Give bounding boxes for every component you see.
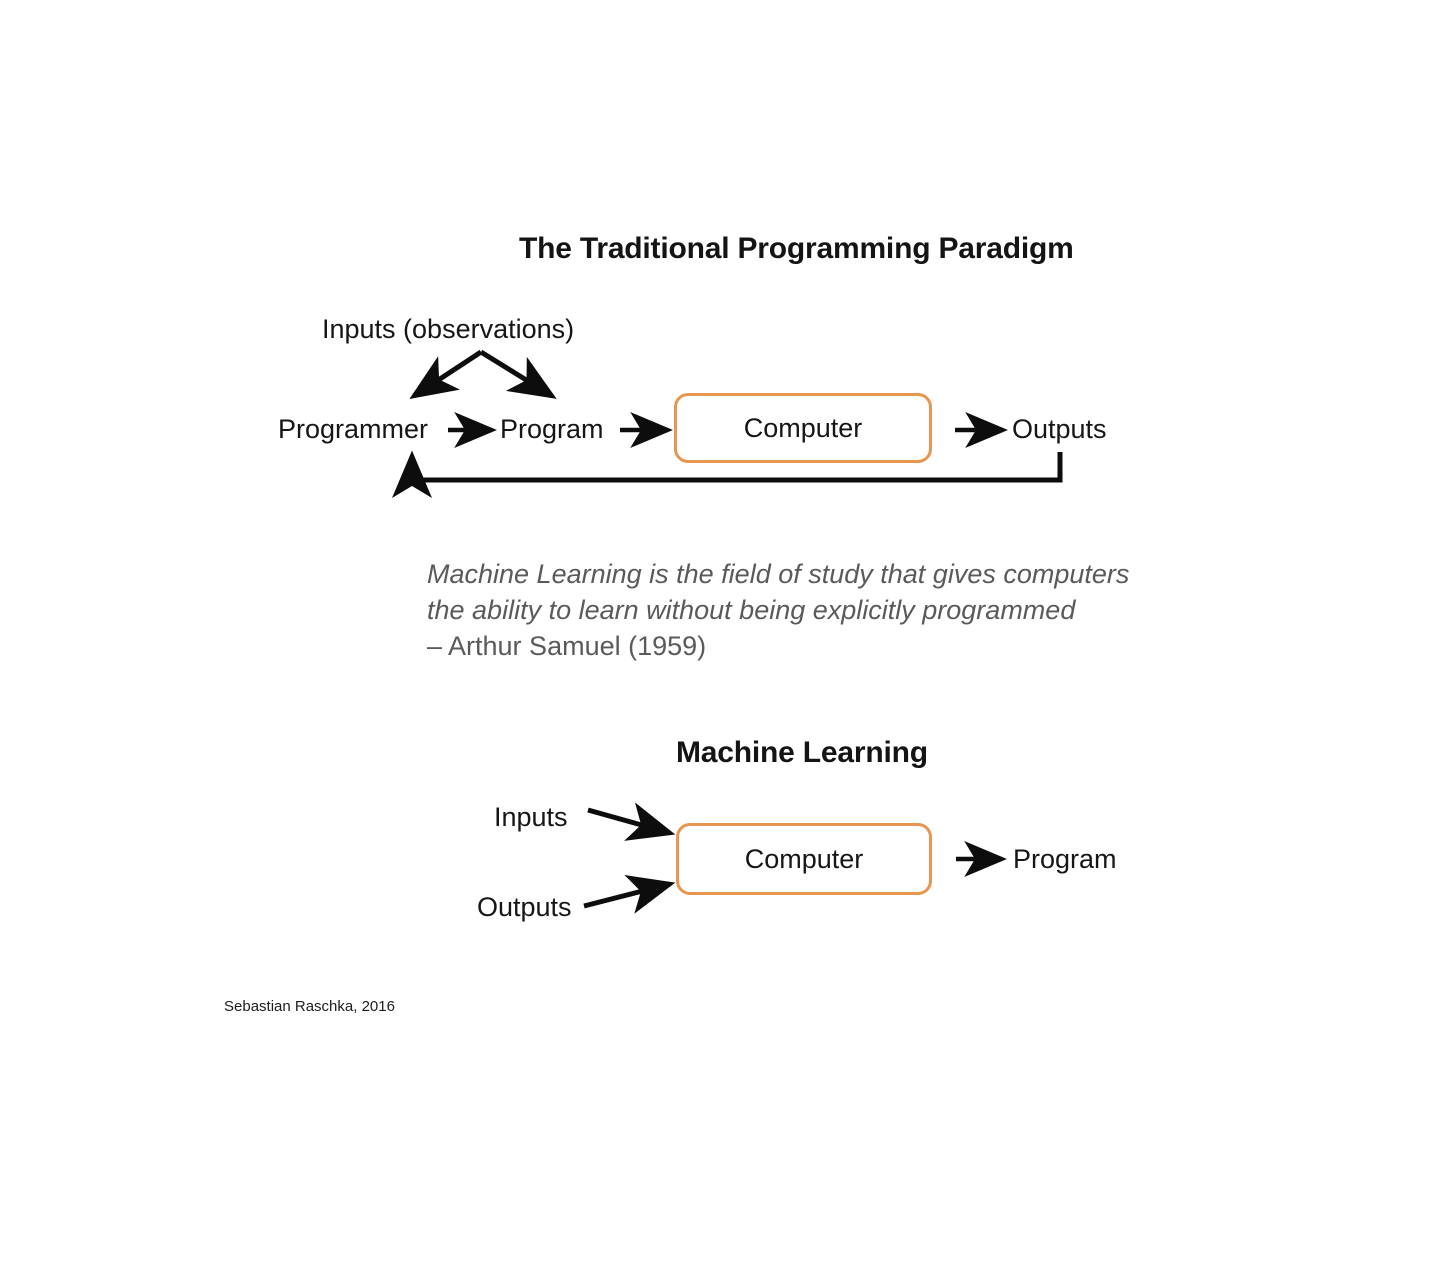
ml-computer-box: Computer (676, 823, 932, 895)
machine-learning-title: Machine Learning (676, 736, 928, 769)
quote-attribution: – Arthur Samuel (1959) (427, 631, 707, 661)
traditional-computer-label: Computer (743, 412, 863, 443)
quote-line-1: Machine Learning is the field of study t… (427, 559, 1130, 589)
quote-block: Machine Learning is the field of study t… (427, 556, 1129, 664)
quote-line-2: the ability to learn without being expli… (427, 595, 1076, 625)
traditional-paradigm-title: The Traditional Programming Paradigm (519, 232, 1074, 265)
ml-inputs-label: Inputs (494, 802, 568, 832)
traditional-programmer-label: Programmer (278, 414, 429, 444)
arrow-inputs-to-programmer (409, 349, 483, 400)
arrow-ml-inputs-to-computer (587, 802, 676, 841)
ml-program-label: Program (1013, 844, 1117, 874)
ml-computer-label: Computer (744, 843, 864, 874)
traditional-computer-box: Computer (674, 393, 932, 463)
traditional-outputs-label: Outputs (1012, 414, 1107, 444)
traditional-program-label: Program (500, 414, 604, 444)
arrow-ml-outputs-to-computer (583, 875, 676, 914)
arrow-inputs-to-program (479, 349, 557, 399)
footer-credit: Sebastian Raschka, 2016 (224, 998, 395, 1015)
ml-outputs-label: Outputs (477, 892, 572, 922)
traditional-inputs-label: Inputs (observations) (322, 314, 575, 344)
